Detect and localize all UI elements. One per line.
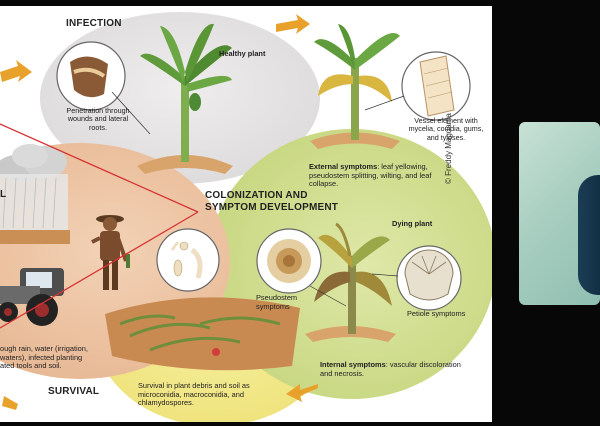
survival-title: SURVIVAL (48, 386, 100, 397)
spread-title-partial: L (0, 189, 7, 200)
spores-icon (156, 228, 220, 292)
petiole-section-icon (371, 245, 462, 311)
internal-symptoms-description: : vascular discoloration and necrosis. (320, 360, 461, 378)
internal-symptoms-label: Internal symptoms (320, 360, 386, 369)
colonization-title: COLONIZATION AND SYMPTOM DEVELOPMENT (205, 190, 339, 213)
dying-plant-label: Dying plant (392, 219, 433, 228)
presenter-silhouette (578, 175, 600, 295)
infection-caption: Penetration through wounds and lateral r… (66, 106, 130, 132)
external-symptoms-label: External symptoms (309, 162, 378, 171)
tractor-icon (0, 268, 64, 326)
yellowing-plant-icon (314, 24, 400, 140)
survival-text: Survival in plant debris and soil as mic… (138, 381, 250, 408)
infection-title: INFECTION (66, 18, 122, 29)
pseudostem-label: Pseudostem symptoms (256, 293, 298, 311)
soil-mound (310, 132, 400, 149)
cycle-arrow-icon (0, 14, 318, 410)
diagram-slide: INFECTION Healthy plant Penetration thro… (0, 6, 492, 422)
farmer-icon (91, 215, 130, 290)
healthy-plant-label: Healthy plant (219, 49, 266, 58)
spread-text: ough rain, water (irrigation, waters), i… (0, 344, 88, 371)
petiole-label: Petiole symptoms (407, 309, 466, 318)
external-symptoms-description: : leaf yellowing, pseudostem splitting, … (309, 162, 432, 189)
vessel-section-icon (364, 51, 471, 121)
external-symptoms-text: External symptoms: leaf yellowing, pseud… (309, 162, 437, 189)
root-section-icon (56, 41, 151, 135)
image-credit: © Freddy Magdama (444, 113, 453, 184)
healthy-plant-icon (140, 23, 232, 162)
plant-debris-icon (119, 314, 281, 352)
webcam-thumbnail (519, 122, 600, 305)
life-cycle-illustration (0, 12, 492, 422)
vessel-caption: Vessel element with mycelia, conidia, gu… (408, 116, 484, 142)
soil-mound (137, 155, 233, 174)
internal-symptoms-text: Internal symptoms: vascular discoloratio… (320, 360, 474, 378)
rain-cloud-icon (0, 144, 70, 244)
mushroom-icon (212, 348, 220, 356)
red-pointer-lines (0, 123, 199, 329)
pseudostem-section-icon (256, 228, 347, 307)
dying-plant-icon (314, 222, 392, 334)
